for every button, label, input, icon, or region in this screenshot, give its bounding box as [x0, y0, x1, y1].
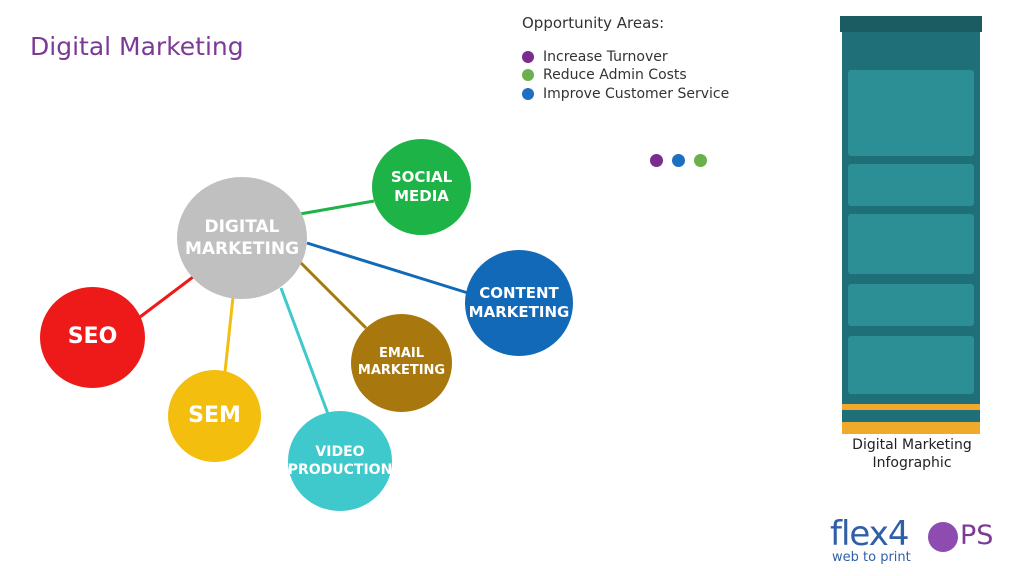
- connector-social-media: [299, 199, 375, 216]
- legend-item-increase-turnover: Increase Turnover: [522, 48, 668, 66]
- dot-green: [694, 154, 707, 167]
- node-social-media: SOCIAL MEDIA: [372, 139, 471, 235]
- node-email-marketing: EMAIL MARKETING: [351, 314, 452, 412]
- page-title: Digital Marketing: [30, 32, 244, 61]
- legend-label: Improve Customer Service: [543, 86, 730, 102]
- dot-blue: [672, 154, 685, 167]
- connector-seo: [135, 275, 194, 322]
- connector-video-production: [279, 287, 330, 415]
- dot-purple: [650, 154, 663, 167]
- node-content-marketing: CONTENT MARKETING: [465, 250, 573, 356]
- connector-sem: [223, 296, 235, 373]
- opportunity-heading: Opportunity Areas:: [522, 14, 665, 32]
- logo-tagline: web to print: [832, 550, 911, 565]
- legend-label: Increase Turnover: [543, 49, 668, 65]
- connector-email-marketing: [298, 260, 368, 330]
- legend-item-improve-customer-service: Improve Customer Service: [522, 85, 729, 103]
- logo-drop-icon: [928, 522, 958, 552]
- legend-label: Reduce Admin Costs: [543, 67, 687, 83]
- node-seo: SEO: [40, 287, 145, 388]
- connector-content-marketing: [306, 241, 469, 295]
- logo-wordmark: flex4: [830, 514, 909, 554]
- infographic-heading: [840, 16, 982, 32]
- node-video-production: VIDEO PRODUCTION: [288, 411, 392, 511]
- infographic-image: [842, 26, 980, 434]
- logo-suffix: PS: [960, 520, 994, 551]
- mindmap-connectors: [135, 199, 469, 415]
- node-sem: SEM: [168, 370, 261, 462]
- legend-dot: [522, 69, 534, 81]
- opportunity-dots: [650, 154, 707, 167]
- legend-dot: [522, 88, 534, 100]
- legend-dot: [522, 51, 534, 63]
- legend-item-reduce-admin-costs: Reduce Admin Costs: [522, 66, 687, 84]
- node-digital-marketing: DIGITAL MARKETING: [177, 177, 307, 299]
- infographic-caption: Digital Marketing Infographic: [852, 437, 972, 472]
